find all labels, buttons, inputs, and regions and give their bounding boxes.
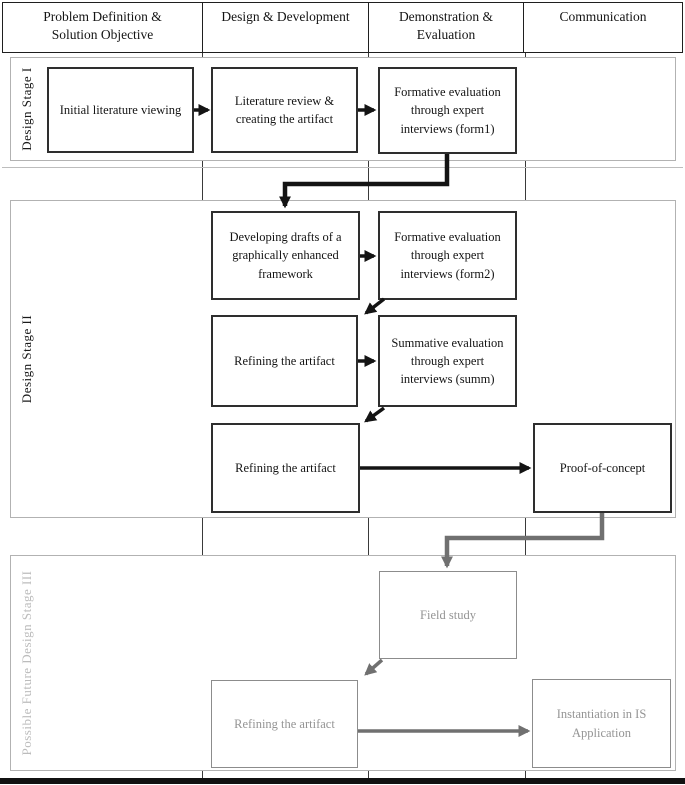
header-cell-communication: Communication [523,3,682,52]
node-refining-the-artifact-2: Refining the artifact [211,423,360,513]
header-cell-problem-definition: Problem Definition & Solution Objective [43,9,162,42]
node-formative-evaluation-form2: Formative evaluation through expert inte… [378,211,517,300]
node-proof-of-concept: Proof-of-concept [533,423,672,513]
row-separator-line [2,167,683,168]
node-formative-evaluation-form1: Formative evaluation through expert inte… [378,67,517,154]
bottom-border-bar [0,778,685,784]
arrow-formative-evaluation-form1-to-developing-drafts-framework [279,154,450,209]
header-cell-demonstration-evaluation: Demonstration & Evaluation [368,3,523,52]
arrow-field-study-to-refining-the-artifact-3 [364,658,384,676]
header-cell-design-development: Design & Development [202,3,368,52]
node-initial-literature-viewing: Initial literature viewing [47,67,194,153]
node-summative-evaluation-summ: Summative evaluation through expert inte… [378,315,517,407]
arrow-proof-of-concept-to-field-study [441,513,605,569]
node-instantiation-in-is-application: Instantiation in IS Application [532,679,671,768]
node-refining-the-artifact-3: Refining the artifact [211,680,358,768]
arrow-summative-evaluation-summ-to-refining-the-artifact-2 [364,406,386,423]
arrow-formative-evaluation-form2-to-refining-the-artifact-1 [364,297,386,315]
phase-header-row: Problem Definition & Solution Objective … [2,2,683,53]
node-literature-review-creating-artifact: Literature review & creating the artifac… [211,67,358,153]
node-refining-the-artifact-1: Refining the artifact [211,315,358,407]
node-developing-drafts-framework: Developing drafts of a graphically enhan… [211,211,360,300]
node-field-study: Field study [379,571,517,659]
